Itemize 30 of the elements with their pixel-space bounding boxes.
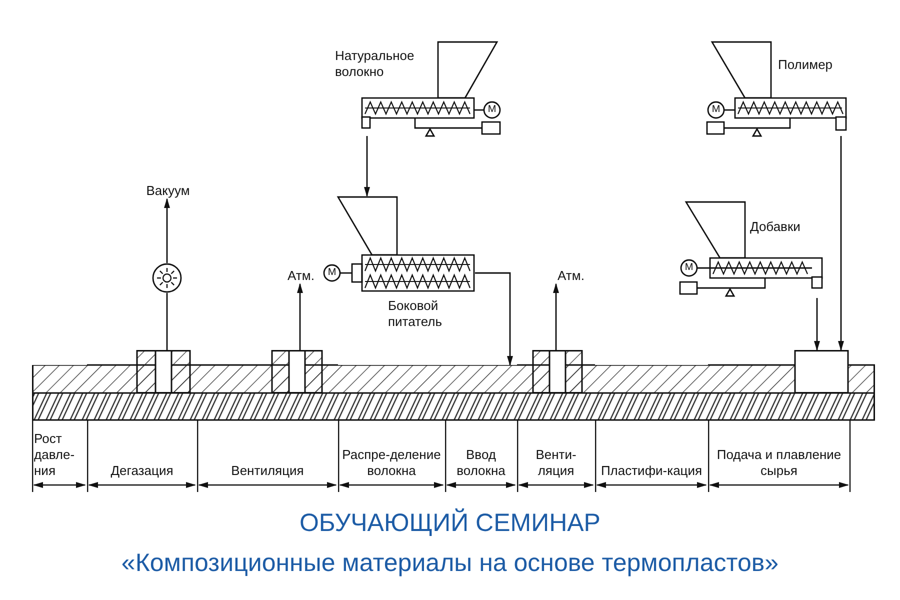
feeder-label: Натуральное волокно (335, 48, 416, 80)
zone-label: Венти-ляция (534, 447, 578, 479)
feeder-label: Боковой питатель (388, 298, 444, 330)
seminar-caption: «Композиционные материалы на основе термопластов» (120, 548, 780, 578)
connector-line (166, 293, 168, 350)
feeder-label: Полимер (778, 57, 834, 73)
seminar-title: ОБУЧАЮЩИЙ СЕМИНАР (298, 508, 602, 538)
zone-label: Дегазация (110, 463, 174, 479)
arrow (297, 283, 303, 350)
zone-label: Ввод волокна (456, 447, 506, 479)
arrow (553, 283, 559, 350)
motor-letter: М (711, 104, 721, 116)
outlet-label: Атм. (553, 268, 589, 284)
vacuum-pump-icon (152, 263, 182, 293)
motor-letter: М (684, 262, 694, 274)
motor-letter: М (327, 267, 337, 279)
arrow (838, 136, 844, 351)
arrow (814, 298, 820, 351)
zone-label: Подача и плавление сырья (716, 447, 842, 479)
zone-label: Вентиляция (230, 463, 305, 479)
zone-label: Распре-деление волокна (341, 447, 442, 479)
arrow (475, 272, 513, 366)
outlet-label: Атм. (283, 268, 319, 284)
feeder-label: Добавки (750, 219, 802, 235)
zone-label: Рост давле-ния (34, 431, 76, 479)
arrow (164, 198, 170, 263)
motor-letter: М (487, 104, 497, 116)
zone-label: Пластифи-кация (600, 463, 704, 479)
outlet-label: Вакуум (140, 183, 196, 199)
arrow (364, 136, 370, 197)
